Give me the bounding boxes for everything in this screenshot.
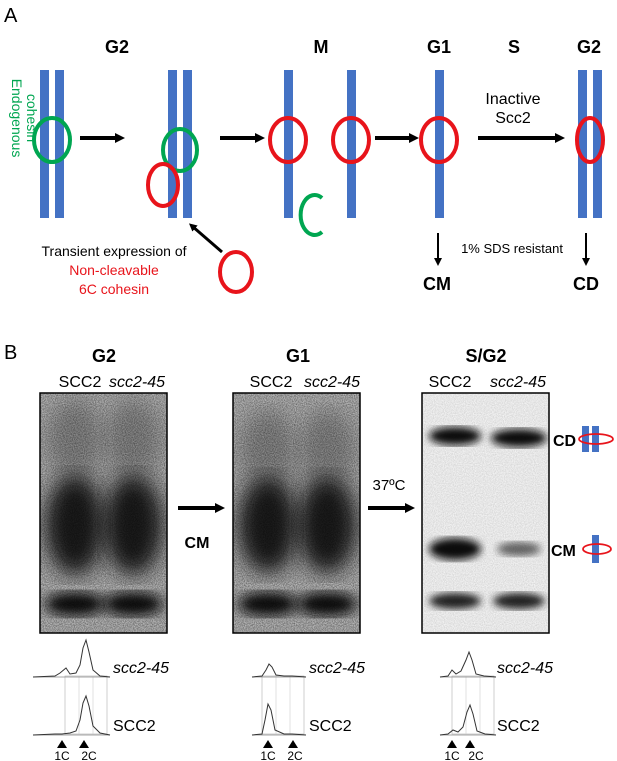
cleaved-cohesin — [298, 193, 324, 237]
cohesin-ring-icon — [582, 543, 612, 555]
peak-marker-1c — [447, 740, 457, 748]
peak-label-1c: 1C — [444, 749, 460, 761]
stage-label-g2: G2 — [105, 37, 129, 57]
noncleavable-label: Non-cleavable — [69, 262, 159, 278]
facs-s-g2 — [439, 650, 497, 736]
chromatid — [183, 70, 192, 218]
svg-text:Endogenous: Endogenous — [9, 79, 25, 158]
stage-label-m: M — [314, 37, 329, 57]
peak-marker-1c — [57, 740, 67, 748]
chromatid — [40, 70, 49, 218]
noncleavable-cohesin-ring — [146, 162, 180, 208]
chromatid — [582, 426, 589, 452]
noncleavable-cohesin-ring — [268, 116, 308, 164]
peak-label-1c: 1C — [260, 749, 276, 761]
stage-label-g1: G1 — [427, 37, 451, 57]
chromatid — [578, 70, 587, 218]
lane-label-scc2-45: scc2-45 — [109, 374, 165, 391]
chromatid — [592, 426, 599, 452]
peak-label-2c: 2C — [287, 749, 303, 761]
gel-frame — [232, 392, 361, 634]
peak-marker-1c — [263, 740, 273, 748]
chromatid — [347, 70, 356, 218]
noncleavable-cohesin-ring — [218, 250, 254, 294]
gel-frame — [421, 392, 550, 634]
chromatid — [55, 70, 64, 218]
facs-label-bottom: SCC2 — [113, 718, 156, 735]
noncleavable-cohesin-ring — [419, 116, 459, 164]
gel-title-g1: G1 — [286, 346, 310, 366]
stage-label-g2-end: G2 — [577, 37, 601, 57]
svg-text:cohesin: cohesin — [24, 94, 40, 142]
chromatid — [168, 70, 177, 218]
peak-marker-2c — [288, 740, 298, 748]
lane-label-scc2: SCC2 — [250, 374, 293, 391]
cd-label: CD — [573, 274, 599, 294]
facs-label-top: scc2-45 — [497, 660, 553, 677]
gel-g1 — [233, 393, 360, 633]
lane-label-scc2-45: scc2-45 — [304, 374, 360, 391]
peak-marker-2c — [79, 740, 89, 748]
panel-a-letter: A — [4, 5, 18, 27]
arrow-label-cm: CM — [185, 535, 210, 552]
transient-expression-label: Transient expression of — [42, 243, 187, 259]
6c-cohesin-label: 6C cohesin — [79, 281, 149, 297]
peak-label-2c: 2C — [81, 749, 97, 761]
expression-arrow — [188, 223, 223, 254]
gel-s-g2 — [422, 393, 549, 633]
inactive-scc2-line2: Scc2 — [495, 110, 531, 127]
inactive-scc2-line1: Inactive — [485, 91, 540, 108]
peak-label-2c: 2C — [468, 749, 484, 761]
facs-g1 — [251, 663, 307, 736]
gel-frame — [39, 392, 168, 634]
cm-label: CM — [423, 274, 451, 294]
gel-title-s-g2: S/G2 — [465, 346, 506, 366]
sds-resistant-label: 1% SDS resistant — [461, 241, 563, 256]
endogenous-cohesin-ring — [32, 116, 72, 164]
facs-label-top: scc2-45 — [309, 660, 365, 677]
chromatid — [592, 535, 599, 563]
gel-g2 — [40, 393, 167, 633]
band-label-cd: CD — [553, 433, 576, 450]
endogenous-cohesin-ring — [161, 127, 199, 173]
lane-label-scc2: SCC2 — [59, 374, 102, 391]
cohesin-ring-icon — [578, 433, 614, 445]
peak-marker-2c — [465, 740, 475, 748]
arrow-label-37c: 37ºC — [373, 477, 406, 494]
facs-label-top: scc2-45 — [113, 660, 169, 677]
facs-label-bottom: SCC2 — [309, 718, 352, 735]
chromatid — [593, 70, 602, 218]
gel-title-g2: G2 — [92, 346, 116, 366]
peak-label-1c: 1C — [54, 749, 70, 761]
facs-g2 — [32, 638, 111, 736]
panel-b-letter: B — [4, 342, 17, 364]
lane-label-scc2: SCC2 — [429, 374, 472, 391]
band-label-cm: CM — [551, 543, 576, 560]
stage-label-s: S — [508, 37, 520, 57]
facs-label-bottom: SCC2 — [497, 718, 540, 735]
noncleavable-cohesin-ring — [575, 116, 605, 164]
noncleavable-cohesin-ring — [331, 116, 371, 164]
lane-label-scc2-45: scc2-45 — [490, 374, 546, 391]
chromatid — [284, 70, 293, 218]
chromatid — [435, 70, 444, 218]
